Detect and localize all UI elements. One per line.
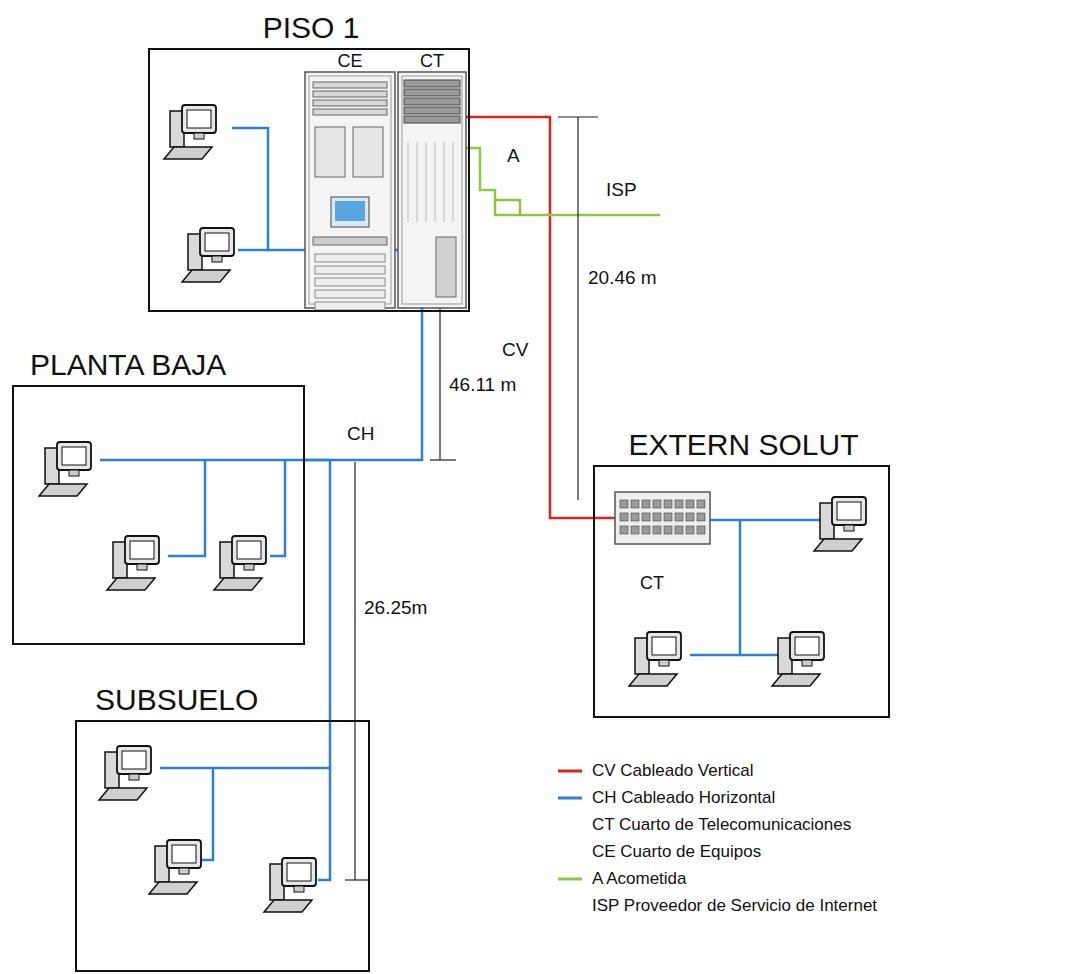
- area-heading: SUBSUELO: [95, 683, 258, 716]
- computer-icon: [264, 858, 316, 912]
- legend-sample: [556, 872, 586, 886]
- room-label: CT: [640, 574, 664, 594]
- cable-line: [430, 459, 456, 460]
- area-box: PISO 1CECT: [148, 48, 470, 312]
- computer-icon: [149, 840, 201, 894]
- horizontal-cable: [305, 460, 330, 720]
- computer-icon: [99, 746, 151, 800]
- legend-sample: [556, 764, 586, 778]
- dimension-label: 26.25m: [362, 598, 429, 619]
- legend-text: A Acometida: [592, 870, 687, 889]
- cable-line: [577, 117, 578, 500]
- legend-text: CH Cableado Horizontal: [592, 789, 775, 808]
- computer-icon: [629, 632, 681, 686]
- legend-text: CE Cuarto de Equipos: [592, 843, 761, 862]
- rack-box: CE: [305, 52, 395, 308]
- cable-line: [270, 460, 285, 556]
- area-heading: PISO 1: [263, 11, 360, 44]
- cable-line: [168, 460, 205, 556]
- cable-line: [232, 128, 268, 250]
- area-box: SUBSUELO: [75, 720, 370, 972]
- computer-icon: [39, 442, 91, 496]
- cable-line: [495, 200, 520, 215]
- legend-sample: [556, 791, 586, 805]
- room-label: CE: [337, 52, 362, 72]
- switch-box: CT: [615, 492, 710, 544]
- legend-text: CT Cuarto de Telecomunicaciones: [592, 816, 851, 835]
- cable-line: [354, 462, 355, 880]
- dimension-label: 20.46 m: [586, 268, 659, 289]
- line-label: ISP: [604, 180, 639, 201]
- equipment-rack: [305, 72, 395, 310]
- line-label: A: [505, 146, 522, 167]
- telecom-rack: [398, 72, 466, 308]
- cable-line: [457, 148, 660, 215]
- legend-sample: [556, 818, 586, 832]
- cable-label: CH: [345, 424, 376, 445]
- computer-icon: [107, 536, 159, 590]
- computer-icon: [772, 632, 824, 686]
- cable-line: [100, 459, 305, 462]
- cable-line: [439, 300, 440, 460]
- area-heading: EXTERN SOLUT: [628, 428, 858, 461]
- legend-sample: [556, 845, 586, 859]
- computer-icon: [814, 497, 866, 551]
- dimension-label: 46.11 m: [447, 375, 518, 396]
- cable-line: [200, 768, 213, 860]
- area-heading: PLANTA BAJA: [30, 348, 226, 381]
- cable-line: [160, 767, 330, 770]
- room-label: CT: [420, 52, 444, 72]
- computer-icon: [214, 536, 266, 590]
- legend-sample: [556, 899, 586, 913]
- computer-icon: [164, 105, 216, 159]
- cable-line: [558, 116, 598, 117]
- legend-text: CV Cableado Vertical: [592, 762, 754, 781]
- cable-label: CV: [500, 340, 530, 361]
- rack-box: CT: [398, 52, 466, 308]
- vertical-cable: [466, 117, 615, 518]
- cable-line: [345, 879, 370, 880]
- cable-line: [710, 519, 820, 522]
- area-box: EXTERN SOLUTCT: [593, 465, 890, 718]
- area-box: PLANTA BAJA: [12, 385, 305, 645]
- legend-text: ISP Proveedor de Servicio de Internet: [592, 897, 877, 916]
- cable-line: [318, 720, 330, 880]
- computer-icon: [182, 228, 234, 282]
- horizontal-cable: [305, 308, 422, 460]
- switch-symbol: [615, 492, 710, 544]
